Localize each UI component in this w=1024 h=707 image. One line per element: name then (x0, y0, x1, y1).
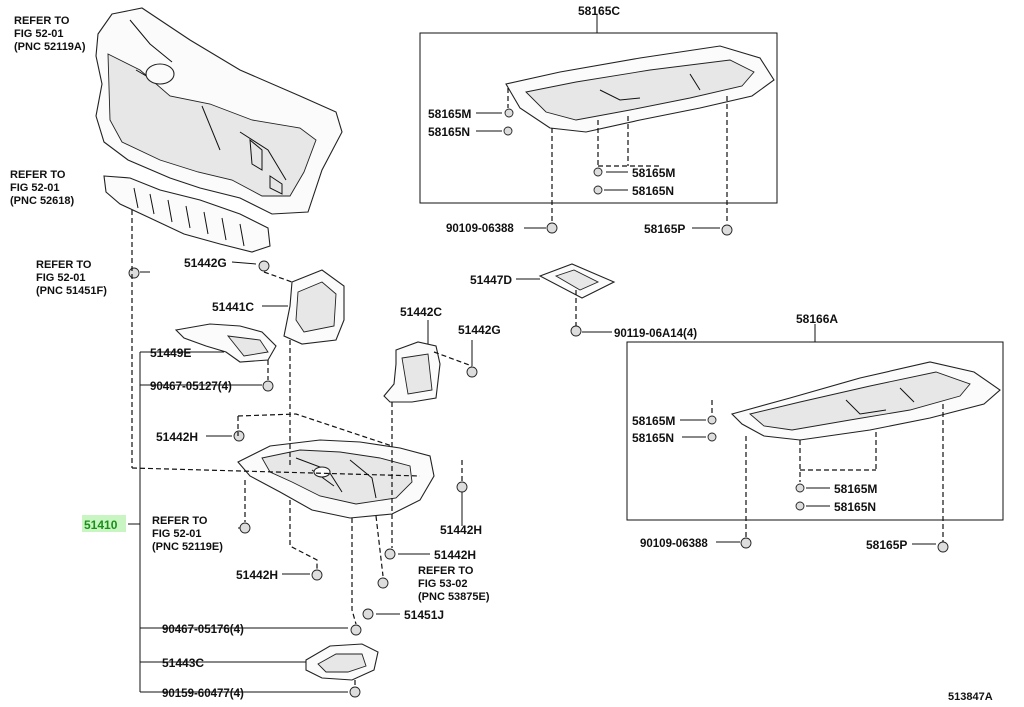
plate-51447d-illustration (538, 263, 616, 299)
ref-53875e-line2: FIG 53-02 (418, 578, 468, 590)
part-label-51447d[interactable]: 51447D (470, 273, 512, 287)
part-label-58165m-b[interactable]: 58165M (632, 166, 675, 180)
front-bumper-illustration (95, 7, 343, 215)
part-label-51441c[interactable]: 51441C (212, 300, 254, 314)
ref-bumper-line1: REFER TO (14, 15, 70, 27)
part-label-90159-60477[interactable]: 90159-60477(4) (162, 688, 244, 700)
undercover-58166a-illustration (730, 361, 1001, 441)
ref-52618-line2: FIG 52-01 (10, 182, 60, 194)
part-label-58165c[interactable]: 58165C (578, 4, 620, 18)
part-label-58165m-c[interactable]: 58165M (632, 414, 675, 428)
ref-bumper-line2: FIG 52-01 (14, 28, 64, 40)
part-label-58165p-a[interactable]: 58165P (644, 222, 685, 236)
part-label-58165m-d[interactable]: 58165M (834, 482, 877, 496)
diagram-id: 513847A (948, 691, 993, 703)
ref-51451f-line2: FIG 52-01 (36, 272, 86, 284)
part-label-51443c[interactable]: 51443C (162, 656, 204, 670)
label-layer: REFER TO FIG 52-01 (PNC 52119A) REFER TO… (10, 4, 993, 703)
part-label-51442h-d[interactable]: 51442H (434, 548, 476, 562)
ref-52119e-line2: FIG 52-01 (152, 528, 202, 540)
ref-52618-line3: (PNC 52618) (10, 195, 75, 207)
part-label-51442h-a[interactable]: 51442H (156, 430, 198, 444)
ref-52618-line1: REFER TO (10, 169, 66, 181)
part-label-51442h-c[interactable]: 51442H (440, 523, 482, 537)
part-label-51442g-a[interactable]: 51442G (184, 256, 227, 270)
part-label-58165n-a[interactable]: 58165N (428, 125, 470, 139)
part-label-90467-05176[interactable]: 90467-05176(4) (162, 624, 244, 636)
part-label-51451j[interactable]: 51451J (404, 608, 444, 622)
undercover-58165c-illustration (505, 45, 775, 133)
ref-51451f-line1: REFER TO (36, 259, 92, 271)
part-label-58165p-b[interactable]: 58165P (866, 538, 907, 552)
part-label-58165n-b[interactable]: 58165N (632, 184, 674, 198)
part-label-58165m-a[interactable]: 58165M (428, 107, 471, 121)
bracket-51441c-illustration (283, 269, 345, 345)
part-label-51442c[interactable]: 51442C (400, 305, 442, 319)
lower-grille-illustration (103, 175, 271, 253)
ref-53875e-line3: (PNC 53875E) (418, 591, 490, 603)
part-label-51442h-b[interactable]: 51442H (236, 568, 278, 582)
dashed-guide-lines (131, 88, 944, 688)
ref-bumper-line3: (PNC 52119A) (14, 41, 86, 53)
ref-52119e-line1: REFER TO (152, 515, 208, 527)
part-label-58165n-d[interactable]: 58165N (834, 500, 876, 514)
ref-53875e-line1: REFER TO (418, 565, 474, 577)
part-label-90467-05127[interactable]: 90467-05127(4) (150, 381, 232, 393)
part-label-51410[interactable]: 51410 (84, 518, 118, 532)
part-label-51442g-b[interactable]: 51442G (458, 323, 501, 337)
part-label-90109-06388-b[interactable]: 90109-06388 (640, 538, 708, 550)
side-shield-51442c-illustration (383, 341, 441, 403)
ref-51451f-line3: (PNC 51451F) (36, 285, 107, 297)
highlight-51410 (82, 515, 126, 532)
part-label-90119-06a14[interactable]: 90119-06A14(4) (614, 328, 697, 340)
group-box-58165c (419, 32, 778, 204)
cover-51443c-illustration (305, 643, 379, 681)
part-label-58166a[interactable]: 58166A (796, 312, 838, 326)
part-label-90109-06388-a[interactable]: 90109-06388 (446, 223, 514, 235)
part-label-58165n-c[interactable]: 58165N (632, 431, 674, 445)
engine-under-cover-51410-illustration (237, 439, 435, 519)
part-label-51449e[interactable]: 51449E (150, 346, 191, 360)
ref-52119e-line3: (PNC 52119E) (152, 541, 223, 553)
leader-lines (128, 14, 936, 693)
